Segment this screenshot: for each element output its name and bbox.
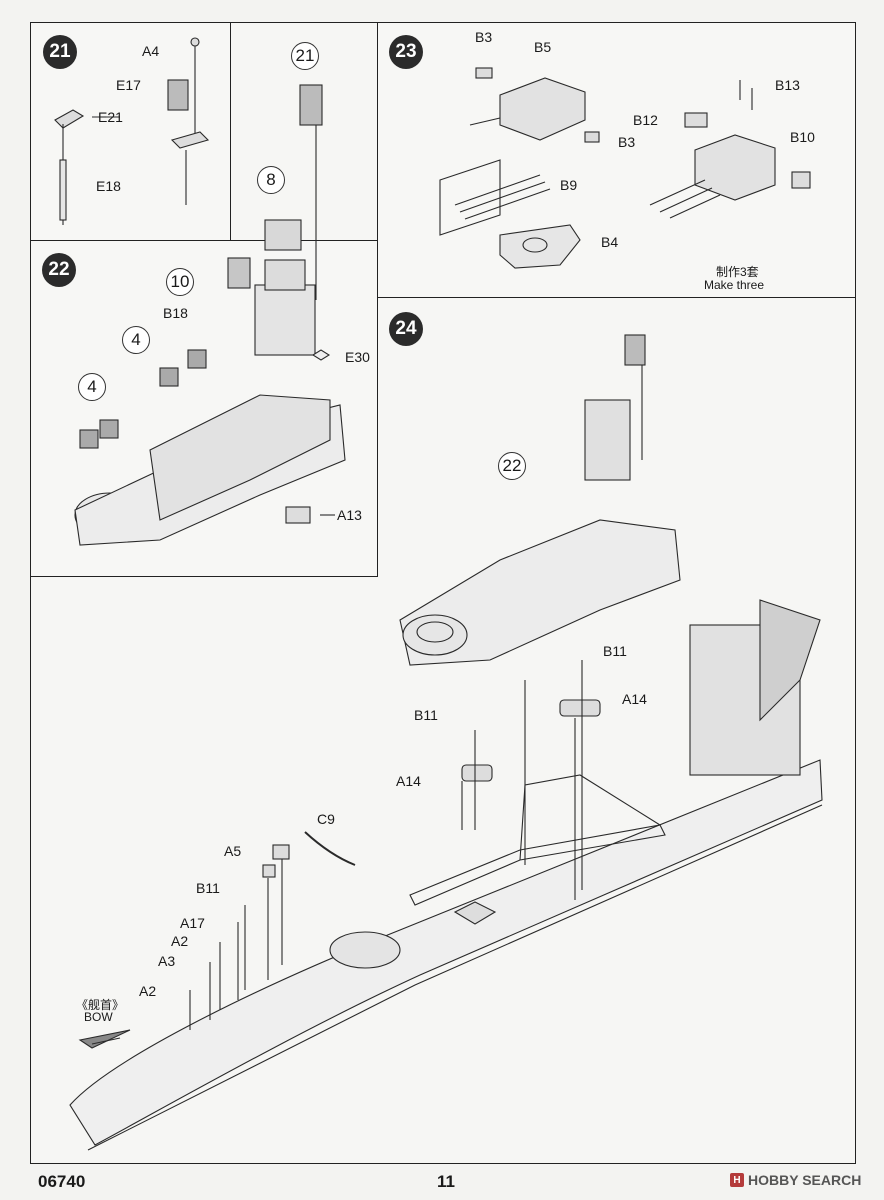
ref-step-4a: 4 [122,326,150,354]
step-22-superstructure [74,84,346,546]
part-label-a3: A3 [158,953,176,969]
make-three-note-en: Make three [704,278,765,292]
watermark-text: HOBBY SEARCH [748,1172,862,1188]
part-label-b3-top: B3 [475,29,493,45]
bow-label-en: BOW [84,1010,113,1024]
part-label-b3-bottom: B3 [618,134,636,150]
step-22-badge: 22 [42,253,76,287]
ref-step-10: 10 [166,268,194,296]
step-24-hull [69,334,823,1151]
step-21-badge: 21 [43,35,77,69]
watermark-logo-icon: H [730,1173,744,1187]
part-label-b12: B12 [633,112,658,128]
watermark: H HOBBY SEARCH [730,1172,861,1188]
page-number: 11 [437,1172,455,1191]
step-23-panel [377,22,856,298]
part-label-b18: B18 [163,305,188,321]
step-24-badge: 24 [389,312,423,346]
part-label-a14-left: A14 [396,773,421,789]
part-label-b11-left: B11 [196,880,220,896]
part-label-a17: A17 [180,915,205,931]
part-label-b11-right: B11 [603,643,627,659]
ref-step-21: 21 [291,42,319,70]
part-label-c9: C9 [317,811,335,827]
ref-step-22: 22 [498,452,526,480]
part-label-b13: B13 [775,77,800,93]
part-label-b11-mid: B11 [414,707,438,723]
part-label-e30: E30 [345,349,370,365]
part-label-a2-top: A2 [171,933,189,949]
step-23-turret [439,67,811,269]
ref-step-4b: 4 [78,373,106,401]
part-label-e21: E21 [98,109,123,125]
bow-label-cn: 《舰首》 [76,998,125,1012]
product-code: 06740 [38,1172,86,1191]
part-label-a14-right: A14 [622,691,647,707]
part-label-a5: A5 [224,843,242,859]
part-label-e18: E18 [96,178,121,194]
step-23-badge: 23 [389,35,423,69]
part-label-a13: A13 [337,507,362,523]
part-label-b9: B9 [560,177,578,193]
part-label-b4: B4 [601,234,619,250]
part-label-a2-bottom: A2 [139,983,157,999]
make-three-note-cn: 制作3套 [716,265,759,279]
step-21-parts [54,37,210,225]
ref-step-8: 8 [257,166,285,194]
part-label-b5: B5 [534,39,552,55]
part-label-a4: A4 [142,43,160,59]
part-label-b10: B10 [790,129,815,145]
part-label-e17: E17 [116,77,141,93]
